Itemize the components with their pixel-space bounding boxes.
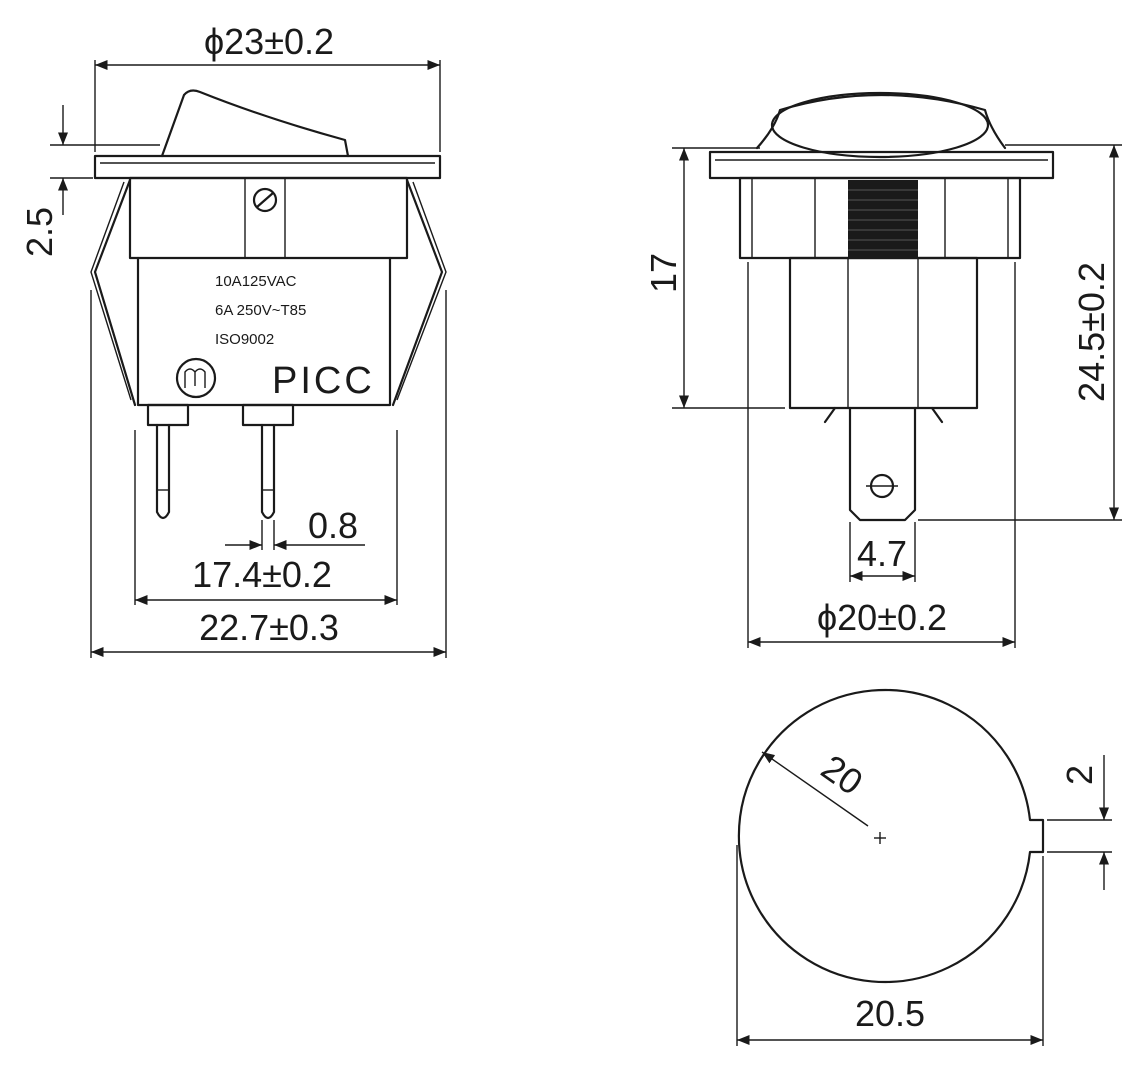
- tab-terminal: [848, 406, 917, 522]
- dim-cutout-width: 20.5: [855, 993, 925, 1034]
- side-view: 17 24.5±0.2 4.7 ϕ20±0.2: [643, 91, 1122, 648]
- upper-housing: [128, 176, 409, 260]
- dome-actuator: [755, 93, 1007, 150]
- dim-body-width: 22.7±0.3: [199, 607, 339, 648]
- marking-line3: ISO9002: [215, 331, 274, 348]
- rivet-icon: [252, 187, 278, 213]
- dim-flange-step: 2.5: [19, 207, 60, 257]
- dim-body-diameter: ϕ20±0.2: [817, 597, 947, 638]
- side-lower-body: [788, 256, 979, 410]
- dim-body-height: 17: [643, 253, 684, 293]
- indicator-strip: [848, 180, 918, 258]
- flange: [93, 154, 442, 180]
- rocker-actuator: [160, 89, 350, 158]
- dim-overall-height: 24.5±0.2: [1071, 262, 1112, 402]
- side-clips: [823, 406, 944, 424]
- terminal-left: [155, 423, 171, 520]
- brand-name: PICC: [272, 360, 375, 402]
- dim-key-width: 2: [1059, 765, 1100, 785]
- marking-line2: 6A 250V~T85: [215, 302, 306, 319]
- panel-cutout-view: 20 2 20.5: [736, 688, 1112, 1046]
- clip-right: [391, 178, 444, 407]
- dim-tab-width: 4.7: [857, 533, 907, 574]
- brand-logo-icon: [175, 357, 217, 399]
- front-view: 10A125VAC 6A 250V~T85 ISO9002 PICC ϕ23±0…: [19, 21, 447, 658]
- terminal-base-left: [146, 403, 190, 427]
- terminal-base-right: [241, 403, 295, 427]
- marking-line1: 10A125VAC: [215, 273, 297, 290]
- cutout-outline: [737, 688, 1045, 984]
- terminal-right: [260, 423, 276, 520]
- dim-terminal-width: 0.8: [308, 505, 358, 546]
- clip-left: [93, 178, 137, 407]
- dim-head-diameter: ϕ23±0.2: [204, 21, 334, 62]
- dim-terminal-spacing: 17.4±0.2: [192, 554, 332, 595]
